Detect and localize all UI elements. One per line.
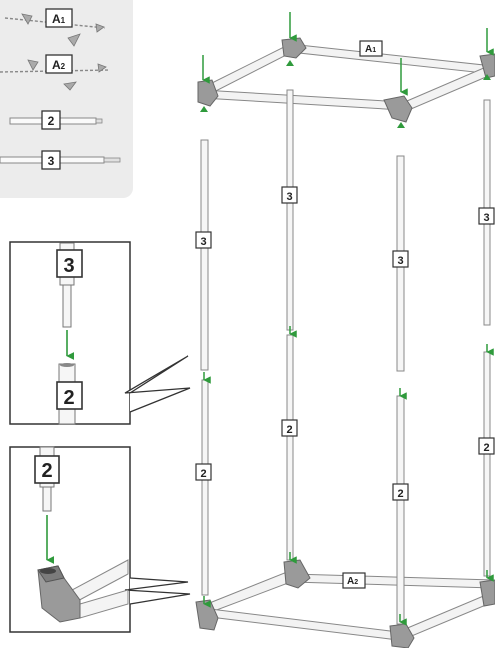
tent-frame: A1 A2	[195, 12, 495, 648]
pole-front-left	[200, 139, 209, 596]
callout-pointer	[124, 577, 191, 605]
part-a1: A1	[4, 8, 106, 47]
top-left-bar	[201, 43, 297, 96]
detail-label-box	[56, 381, 83, 410]
up-arrow-icon	[200, 106, 208, 112]
detail-corner-connection: 2	[9, 446, 191, 633]
part-label-box	[45, 8, 73, 28]
detail-pole-connection: 3 2	[9, 241, 191, 425]
up-arrow-icon	[286, 60, 294, 66]
part-label-box	[41, 150, 61, 170]
pole-label-box	[195, 463, 212, 481]
part-a2: A2	[0, 54, 111, 91]
bottom-left-bar	[201, 569, 297, 615]
detail-label-box	[56, 249, 83, 278]
part-pole-2-label: 2	[48, 114, 55, 128]
corner-piece-icon	[97, 63, 107, 73]
pole-label-box	[195, 231, 212, 249]
corner-piece-icon	[383, 95, 413, 123]
part-label-box	[41, 110, 61, 130]
pole-label-box	[478, 207, 495, 225]
corner-piece-icon	[37, 559, 129, 623]
bottom-frame-label: A2	[347, 576, 358, 587]
part-a2-label: A2	[52, 58, 66, 72]
bottom-front-bar	[201, 607, 399, 641]
top-frame	[201, 43, 494, 113]
part-a1-label: A1	[52, 12, 66, 26]
bottom-back-bar	[291, 573, 494, 589]
detail-lower-label: 2	[63, 387, 74, 409]
corner-piece-icon	[281, 37, 307, 59]
pole-label: 2	[200, 468, 206, 480]
frame-label-box	[359, 40, 383, 57]
up-arrow-icon	[483, 74, 491, 80]
pole-label: 3	[397, 255, 403, 267]
up-arrow-icon	[397, 122, 405, 128]
part-pole-3: 3	[0, 150, 121, 170]
frame-label-box	[342, 572, 366, 589]
top-front-bar	[201, 89, 403, 111]
top-back-bar	[289, 43, 494, 75]
pole-label: 2	[286, 424, 292, 436]
pole-label-box	[392, 250, 409, 268]
pole-labels: 3 3 3 3 2 2 2 2	[195, 186, 495, 501]
pole-label: 3	[286, 191, 292, 203]
pole-label: 2	[483, 442, 489, 454]
corner-piece-icon	[21, 13, 33, 25]
bottom-right-bar	[397, 591, 494, 641]
part-pole-3-label: 3	[48, 154, 55, 168]
top-right-bar	[399, 63, 494, 113]
pole-label-box	[478, 437, 495, 455]
detail-corner-label: 2	[41, 460, 52, 482]
corner-piece-icon	[283, 559, 311, 589]
bottom-frame	[201, 569, 494, 641]
up-arrows	[200, 60, 491, 128]
pole-label-box	[281, 186, 298, 204]
pole-back-right	[483, 99, 491, 577]
part-pole-2: 2	[9, 110, 103, 130]
parts-panel: A1 A2 2 3	[0, 0, 133, 198]
corner-piece-icon	[63, 81, 77, 91]
top-frame-label: A1	[365, 44, 376, 55]
corner-piece-icon	[95, 23, 105, 33]
parts-panel-background	[0, 0, 133, 198]
pole-label: 3	[200, 236, 206, 248]
part-label-box	[45, 54, 73, 74]
pole-label-box	[281, 419, 298, 437]
detail-upper-label: 3	[63, 255, 74, 277]
corner-piece-icon	[27, 59, 39, 71]
pole-back-left	[286, 89, 294, 561]
assembly-arrows	[202, 12, 494, 626]
corner-piece-icon	[67, 33, 81, 47]
pole-label: 3	[483, 212, 489, 224]
detail-label-box	[34, 455, 60, 484]
callout-pointer	[124, 355, 191, 413]
pole-label: 2	[397, 488, 403, 500]
pole-label-box	[392, 483, 409, 501]
